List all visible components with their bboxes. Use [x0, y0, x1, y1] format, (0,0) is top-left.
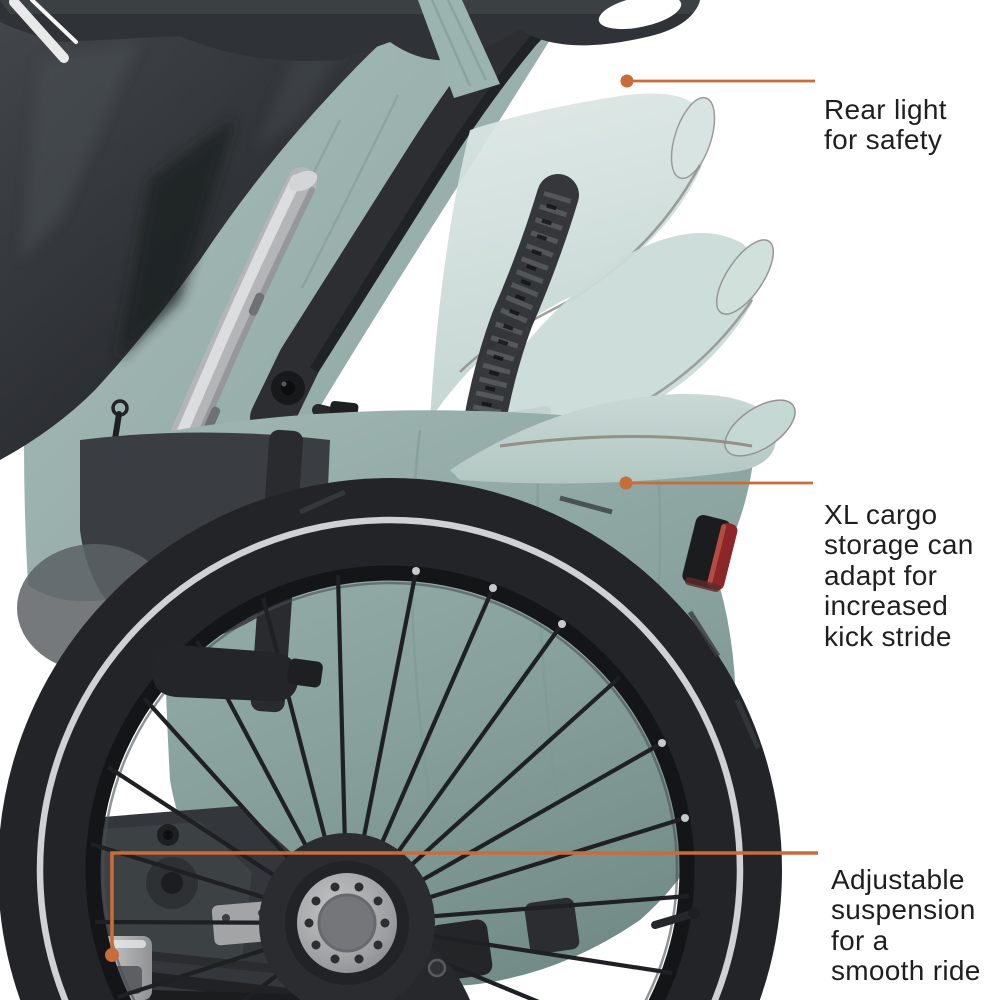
callout-rear-light: Rear light for safety	[824, 64, 947, 156]
callout-line-rear-light	[620, 74, 815, 88]
teal-strap	[418, 0, 500, 98]
folded-handlebar	[0, 0, 700, 98]
callout-dot-suspension	[105, 948, 119, 962]
frame-arm	[151, 645, 323, 702]
rear-light	[682, 514, 738, 592]
black-frame-tube	[250, 0, 580, 440]
callout-text: Rear light for safety	[824, 93, 947, 155]
valve-stem	[651, 907, 700, 929]
wheel-hub	[259, 833, 435, 1000]
callout-cargo: XL cargo storage can adapt for increased…	[824, 469, 974, 652]
callout-leaders	[105, 74, 818, 962]
spoke-nipples	[412, 567, 689, 822]
callout-dot-rear-light	[620, 74, 634, 88]
reflective-stripe	[36, 516, 744, 1000]
rain-cover-window	[0, 0, 430, 460]
callout-text: Adjustable suspension for a smooth ride	[831, 863, 981, 986]
callout-dot-cargo	[619, 476, 633, 490]
canopy-flap-current	[450, 393, 796, 484]
rear-wheel	[0, 478, 782, 1000]
callout-line-suspension	[105, 851, 818, 962]
handlebar-cutout	[598, 0, 682, 30]
callout-text: XL cargo storage can adapt for increased…	[824, 498, 974, 652]
rim	[85, 565, 695, 1000]
callout-suspension: Adjustable suspension for a smooth ride	[831, 834, 981, 987]
callout-line-cargo	[619, 476, 813, 490]
